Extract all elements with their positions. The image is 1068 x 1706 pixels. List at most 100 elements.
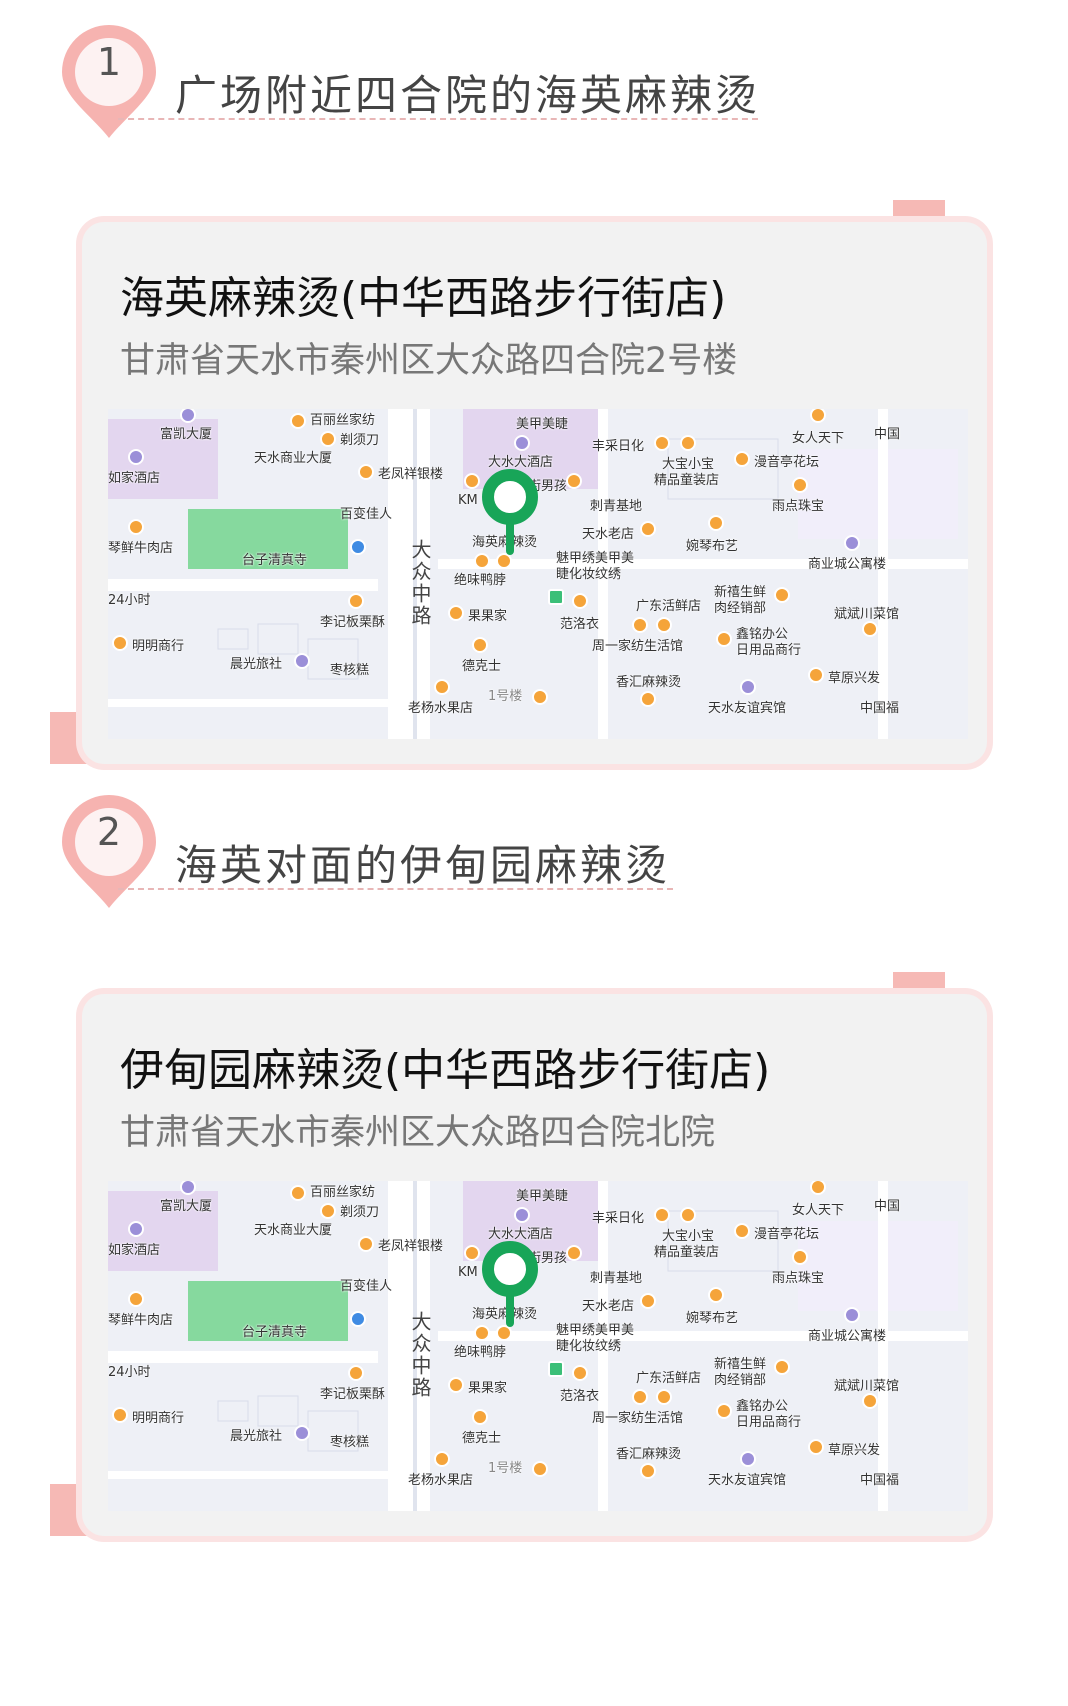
map-label: 剃须刀 — [340, 433, 380, 448]
map-label: 天水友谊宾馆 — [708, 701, 787, 716]
map-label: 草原兴发 — [828, 1443, 881, 1458]
map-label: 大宝小宝 — [662, 457, 715, 472]
map-view[interactable]: 富凯大厦 百丽丝家纺 剃须刀 天水商业大厦 如家酒店 老凤祥银楼 百变佳人 琴鲜… — [108, 1181, 968, 1511]
map-label: 婉琴布艺 — [686, 1311, 739, 1326]
poi-icon — [358, 1236, 374, 1252]
map-label: 日用品商行 — [736, 1415, 802, 1430]
map-label: 精品童装店 — [654, 473, 720, 488]
poi-icon — [290, 1185, 306, 1201]
map-label: 老凤祥银楼 — [378, 1239, 444, 1254]
section-title: 广场附近四合院的海英麻辣烫 — [175, 71, 761, 120]
poi-icon — [716, 631, 732, 647]
map-label: 大水大酒店 — [488, 455, 554, 470]
map-label: 肉经销部 — [714, 1373, 767, 1388]
poi-icon — [680, 435, 696, 451]
map-label: 丰采日化 — [592, 439, 645, 454]
map-label: 绝味鸭脖 — [454, 573, 507, 588]
map-label: 女人天下 — [792, 431, 845, 446]
poi-icon — [566, 1245, 582, 1261]
poi-icon — [654, 1207, 670, 1223]
map-label: 老杨水果店 — [408, 701, 474, 716]
map-label: 中国 — [874, 1199, 901, 1214]
map-label: 周一家纺生活馆 — [592, 639, 684, 654]
map-label: 台子清真寺 — [242, 1325, 308, 1340]
map-label: 天水商业大厦 — [254, 1223, 333, 1238]
poi-icon — [128, 449, 144, 465]
map-label: 大宝小宝 — [662, 1229, 715, 1244]
poi-icon — [180, 409, 196, 423]
poi-icon — [792, 477, 808, 493]
poi-icon — [734, 1223, 750, 1239]
poi-icon — [464, 473, 480, 489]
poi-icon — [654, 435, 670, 451]
map-label: 魅甲绣美甲美 — [556, 551, 635, 566]
map-label: 雨点珠宝 — [772, 1271, 825, 1286]
shop-card-2[interactable]: 伊甸园麻辣烫(中华西路步行街店) 甘肃省天水市秦州区大众路四合院北院 — [0, 972, 1068, 1572]
map-label: 周一家纺生活馆 — [592, 1411, 684, 1426]
atm-icon — [350, 539, 366, 555]
poi-icon — [810, 409, 826, 423]
poi-icon — [734, 451, 750, 467]
location-marker-icon[interactable] — [480, 1241, 540, 1331]
map-label: 香汇麻辣烫 — [616, 675, 682, 690]
poi-icon — [320, 1203, 336, 1219]
map-label: 果果家 — [468, 609, 508, 624]
location-pin-icon — [62, 25, 156, 138]
poi-icon — [774, 587, 790, 603]
location-pin-icon — [62, 795, 156, 908]
poi-icon — [434, 1451, 450, 1467]
building-icon — [844, 1307, 860, 1323]
map-label: 老杨水果店 — [408, 1473, 474, 1488]
map-label: 范洛衣 — [560, 617, 600, 632]
map-label: 街男孩 — [528, 479, 568, 494]
map-label: 漫音亭花坛 — [754, 1227, 820, 1242]
map-label: 天水友谊宾馆 — [708, 1473, 787, 1488]
poi-icon — [572, 1365, 588, 1381]
section-number: 1 — [96, 40, 122, 84]
map-label: 果果家 — [468, 1381, 508, 1396]
map-label: 明明商行 — [132, 1411, 185, 1426]
map-label: 富凯大厦 — [160, 427, 213, 442]
map-label: 鑫铭办公 — [736, 627, 789, 642]
location-marker-icon[interactable] — [480, 469, 540, 559]
shop-card-body[interactable]: 伊甸园麻辣烫(中华西路步行街店) 甘肃省天水市秦州区大众路四合院北院 — [82, 994, 987, 1536]
poi-icon — [808, 1439, 824, 1455]
restaurant-icon — [474, 1325, 490, 1341]
map-label: 大水大酒店 — [488, 1227, 554, 1242]
atm-icon — [350, 1311, 366, 1327]
map-label: 老凤祥银楼 — [378, 467, 444, 482]
poi-icon — [448, 1377, 464, 1393]
shop-address: 甘肃省天水市秦州区大众路四合院北院 — [120, 1113, 716, 1153]
map-label: 德克士 — [462, 1431, 502, 1446]
poi-icon — [464, 1245, 480, 1261]
poi-icon — [566, 473, 582, 489]
map-label: 香汇麻辣烫 — [616, 1447, 682, 1462]
shop-card-body[interactable]: 海英麻辣烫(中华西路步行街店) 甘肃省天水市秦州区大众路四合院2号楼 — [82, 222, 987, 764]
map-label: 24小时 — [108, 593, 151, 608]
poi-icon — [514, 1207, 530, 1223]
map-label: 天水老店 — [582, 1299, 635, 1314]
map-label: 枣核糕 — [330, 663, 370, 678]
poi-icon — [348, 593, 364, 609]
poi-icon — [448, 605, 464, 621]
restaurant-icon — [640, 1463, 656, 1479]
poi-icon — [128, 1221, 144, 1237]
map-label: 新禧生鲜 — [714, 585, 767, 600]
map-label: 斌斌川菜馆 — [834, 607, 900, 622]
map-label: 百丽丝家纺 — [310, 1185, 376, 1200]
poi-icon — [180, 1181, 196, 1195]
poi-icon — [656, 1389, 672, 1405]
shop-name: 伊甸园麻辣烫(中华西路步行街店) — [120, 1045, 771, 1096]
shop-card-1[interactable]: 海英麻辣烫(中华西路步行街店) 甘肃省天水市秦州区大众路四合院2号楼 — [0, 200, 1068, 800]
map-label: 商业城公寓楼 — [808, 557, 887, 572]
restaurant-icon — [640, 691, 656, 707]
map-label: 台子清真寺 — [242, 553, 308, 568]
map-label: 睫化妆纹绣 — [556, 1339, 622, 1354]
poi-icon — [112, 635, 128, 651]
map-view[interactable]: 富凯大厦 百丽丝家纺 剃须刀 天水商业大厦 如家酒店 老凤祥银楼 百变佳人 琴鲜… — [108, 409, 968, 739]
map-label: 富凯大厦 — [160, 1199, 213, 1214]
building-icon — [844, 535, 860, 551]
map-label: 琴鲜牛肉店 — [108, 1313, 174, 1328]
map-label: 中国福 — [860, 1473, 900, 1488]
poi-icon — [740, 679, 756, 695]
